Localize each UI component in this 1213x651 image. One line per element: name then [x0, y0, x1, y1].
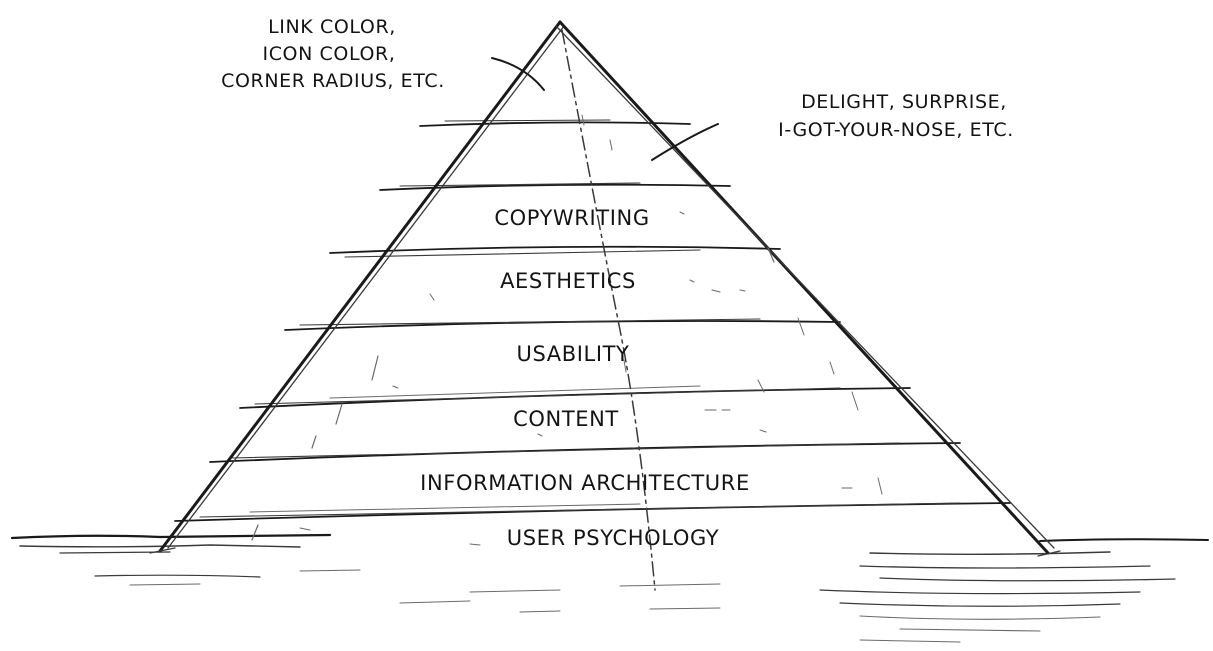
layer-label-usability: USABILITY	[516, 342, 629, 366]
annotation-top-left-line-1: LINK COLOR,	[268, 16, 396, 38]
layer-label-information-architecture: INFORMATION ARCHITECTURE	[420, 471, 750, 495]
layer-labels: COPYWRITING AESTHETICS USABILITY CONTENT…	[420, 206, 750, 550]
pyramid-edges	[149, 20, 1061, 557]
layer-label-content: CONTENT	[513, 407, 619, 431]
annotation-top-left-line-2: ICON COLOR,	[262, 43, 395, 65]
annotation-pointers	[491, 57, 719, 161]
ground-strokes	[10, 533, 1209, 643]
layer-label-user-psychology: USER PSYCHOLOGY	[507, 526, 719, 550]
texture-marks	[251, 114, 883, 546]
band-lines	[174, 119, 1011, 522]
layer-label-aesthetics: AESTHETICS	[500, 269, 636, 293]
annotation-top-left-line-3: CORNER RADIUS, ETC.	[221, 70, 445, 92]
layer-label-copywriting: COPYWRITING	[494, 206, 649, 230]
centre-ridge	[561, 29, 656, 591]
annotation-top-left: LINK COLOR, ICON COLOR, CORNER RADIUS, E…	[221, 16, 445, 92]
annotation-top-right-line-1: DELIGHT, SURPRISE,	[801, 91, 1007, 113]
annotation-top-right-line-2: I-GOT-YOUR-NOSE, ETC.	[778, 119, 1014, 141]
annotation-top-right: DELIGHT, SURPRISE, I-GOT-YOUR-NOSE, ETC.	[778, 91, 1014, 141]
